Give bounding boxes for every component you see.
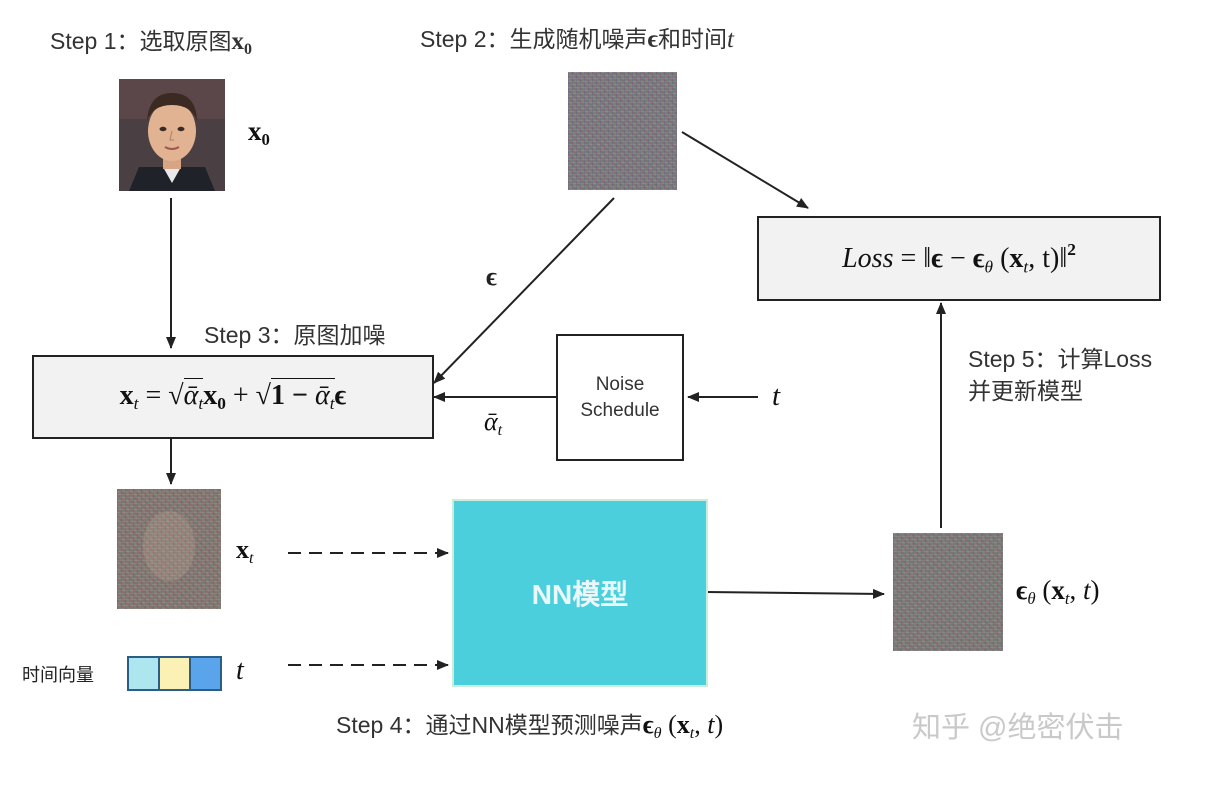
time-vector-cell-2 [158, 656, 191, 691]
epsilon-arrow-label: ϵ [486, 262, 497, 291]
loss-formula-box: Loss = ‖ϵ − ϵθ (xt, t)‖2 [757, 216, 1161, 301]
arrow-epsilon-to-forward [433, 197, 615, 384]
forward-formula: xt = √ᾱtx0 + √1 − ᾱtϵ [119, 377, 347, 414]
predicted-noise-image [893, 533, 1003, 651]
eps-theta-label: ϵθ (xt, t) [1016, 575, 1100, 609]
step4-label: Step 4：通过NN模型预测噪声ϵθ (xt, t) [336, 710, 724, 742]
random-noise-image [568, 72, 677, 190]
noisy-image-xt [117, 489, 221, 609]
step5-label: Step 5：计算Loss 并更新模型 [968, 346, 1153, 404]
nn-model-box: NN模型 [452, 499, 708, 687]
noise-schedule-box: Noise Schedule [556, 334, 684, 461]
face-image [119, 79, 225, 191]
alpha-bar-label: ᾱt [484, 407, 503, 439]
noise-schedule-line2: Schedule [580, 399, 660, 421]
x0-label: x0 [248, 116, 270, 150]
time-vector-label: 时间向量 [22, 665, 94, 685]
step1-label: Step 1：选取原图x0 [50, 28, 252, 58]
time-vector-cell-1 [127, 656, 160, 691]
arrow-noise-to-loss [681, 131, 809, 209]
t-input-label: t [772, 380, 781, 412]
nn-model-label: NN模型 [531, 579, 629, 610]
time-vector-cell-3 [189, 656, 222, 691]
loss-formula: Loss = ‖ϵ − ϵθ (xt, t)‖2 [842, 239, 1076, 277]
watermark: 知乎 @绝密伏击 [912, 712, 1124, 744]
t-vector-label: t [236, 655, 244, 686]
faint-face-shape [143, 511, 195, 581]
forward-formula-box: xt = √ᾱtx0 + √1 − ᾱtϵ [32, 355, 434, 439]
step2-label: Step 2：生成随机噪声ϵ和时间t [420, 26, 734, 53]
original-image-x0 [119, 79, 225, 191]
arrow-nn-to-prediction [705, 588, 885, 599]
step3-label: Step 3：原图加噪 [204, 322, 386, 348]
noise-schedule-line1: Noise [595, 373, 645, 395]
xt-label: xt [236, 535, 254, 567]
